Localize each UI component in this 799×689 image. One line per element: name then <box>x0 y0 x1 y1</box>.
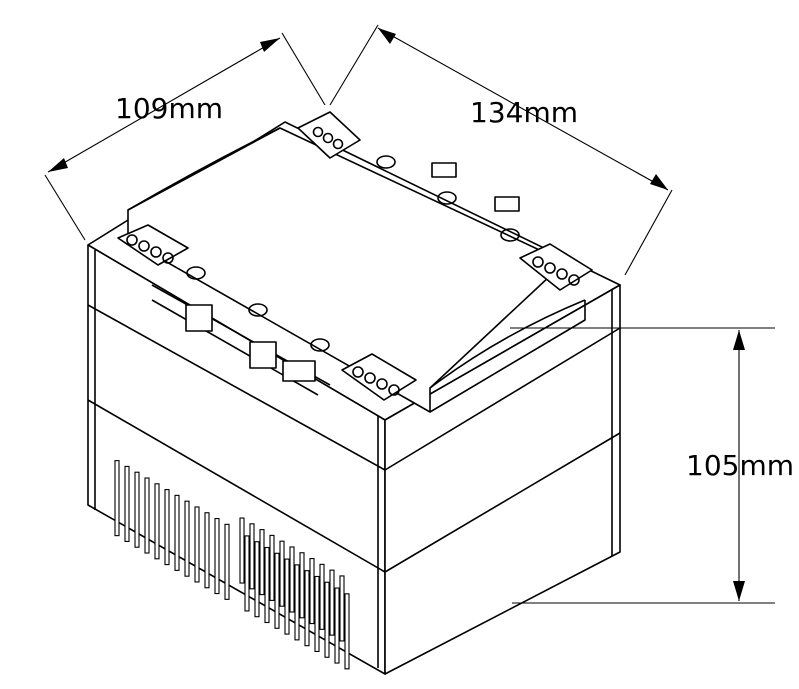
mount-hole-2 <box>437 191 457 205</box>
cover-lip <box>429 300 586 413</box>
heatsink-fin <box>329 569 335 636</box>
right-face <box>384 284 621 675</box>
terminal-block-left <box>117 224 189 266</box>
heatsink-fin <box>289 546 295 613</box>
heatsink-fin <box>314 575 320 653</box>
heatsink-fin <box>184 500 190 577</box>
heatsink-fin <box>204 512 210 589</box>
mount-hole-3 <box>500 228 520 242</box>
tier-line-right-1 <box>384 327 621 471</box>
heatsink-fin <box>339 575 345 642</box>
heatsink-fin <box>344 593 350 670</box>
dimension-width-label: 134mm <box>470 96 578 129</box>
dimension-height-label: 105mm <box>686 449 794 482</box>
heatsink-fin <box>319 563 325 630</box>
top-cover <box>127 127 586 413</box>
heatsink-fin <box>309 558 315 625</box>
heatsink-fin <box>224 523 230 600</box>
dimension-depth: 109mm <box>44 32 326 241</box>
cover-clip-1 <box>431 162 457 178</box>
heatsink-fin <box>299 552 305 619</box>
heatsink-fin <box>214 517 220 595</box>
dimension-height: 105mm <box>510 327 794 604</box>
heatsink-fin <box>144 477 150 554</box>
heatsink-fin <box>274 552 280 629</box>
mount-hole-4 <box>186 266 206 280</box>
heatsink-fin <box>154 483 160 560</box>
heatsink-fin <box>249 523 255 590</box>
heatsink-fin <box>324 581 330 658</box>
heatsink-fin <box>304 570 310 647</box>
dimension-width: 134mm <box>329 24 673 276</box>
heatsink-fin <box>294 564 300 641</box>
heatsink-fins <box>114 460 350 670</box>
heatsink-fin <box>164 489 170 566</box>
heatsink-fin <box>284 558 290 635</box>
heatsink-fin <box>244 535 250 612</box>
terminal-block-right <box>519 243 593 291</box>
heatsink-fin <box>254 541 260 618</box>
heatsink-fin <box>264 546 270 624</box>
mount-hole-1 <box>376 155 396 169</box>
rail-clip-1 <box>185 304 213 332</box>
mount-hole-5 <box>248 303 268 317</box>
rail-clip-3 <box>282 360 316 382</box>
tier-line-right-2 <box>384 432 621 573</box>
heatsink-fin <box>259 529 265 596</box>
mount-hole-6 <box>310 338 330 352</box>
cover-curve-front <box>429 299 586 389</box>
tier-line-left-2 <box>87 399 386 573</box>
heatsink-fin <box>269 534 275 601</box>
heatsink-fin <box>239 517 245 584</box>
heatsink-fin <box>134 471 140 548</box>
dimension-depth-label: 109mm <box>115 92 223 125</box>
heatsink-fin <box>334 587 340 664</box>
heatsink-fin <box>194 506 200 583</box>
rail-clip-2 <box>249 341 277 369</box>
cover-curve-back <box>127 127 281 211</box>
tier-line-left-1 <box>87 304 386 471</box>
heatsink-fin <box>124 465 130 542</box>
terminal-block-front <box>341 353 417 401</box>
din-rail-clips <box>151 284 331 396</box>
heatsink-fin <box>279 540 285 607</box>
cover-clip-2 <box>494 196 520 212</box>
heatsink-fin <box>114 460 120 537</box>
terminal-block-back <box>297 111 361 159</box>
heatsink-fin <box>174 494 180 571</box>
